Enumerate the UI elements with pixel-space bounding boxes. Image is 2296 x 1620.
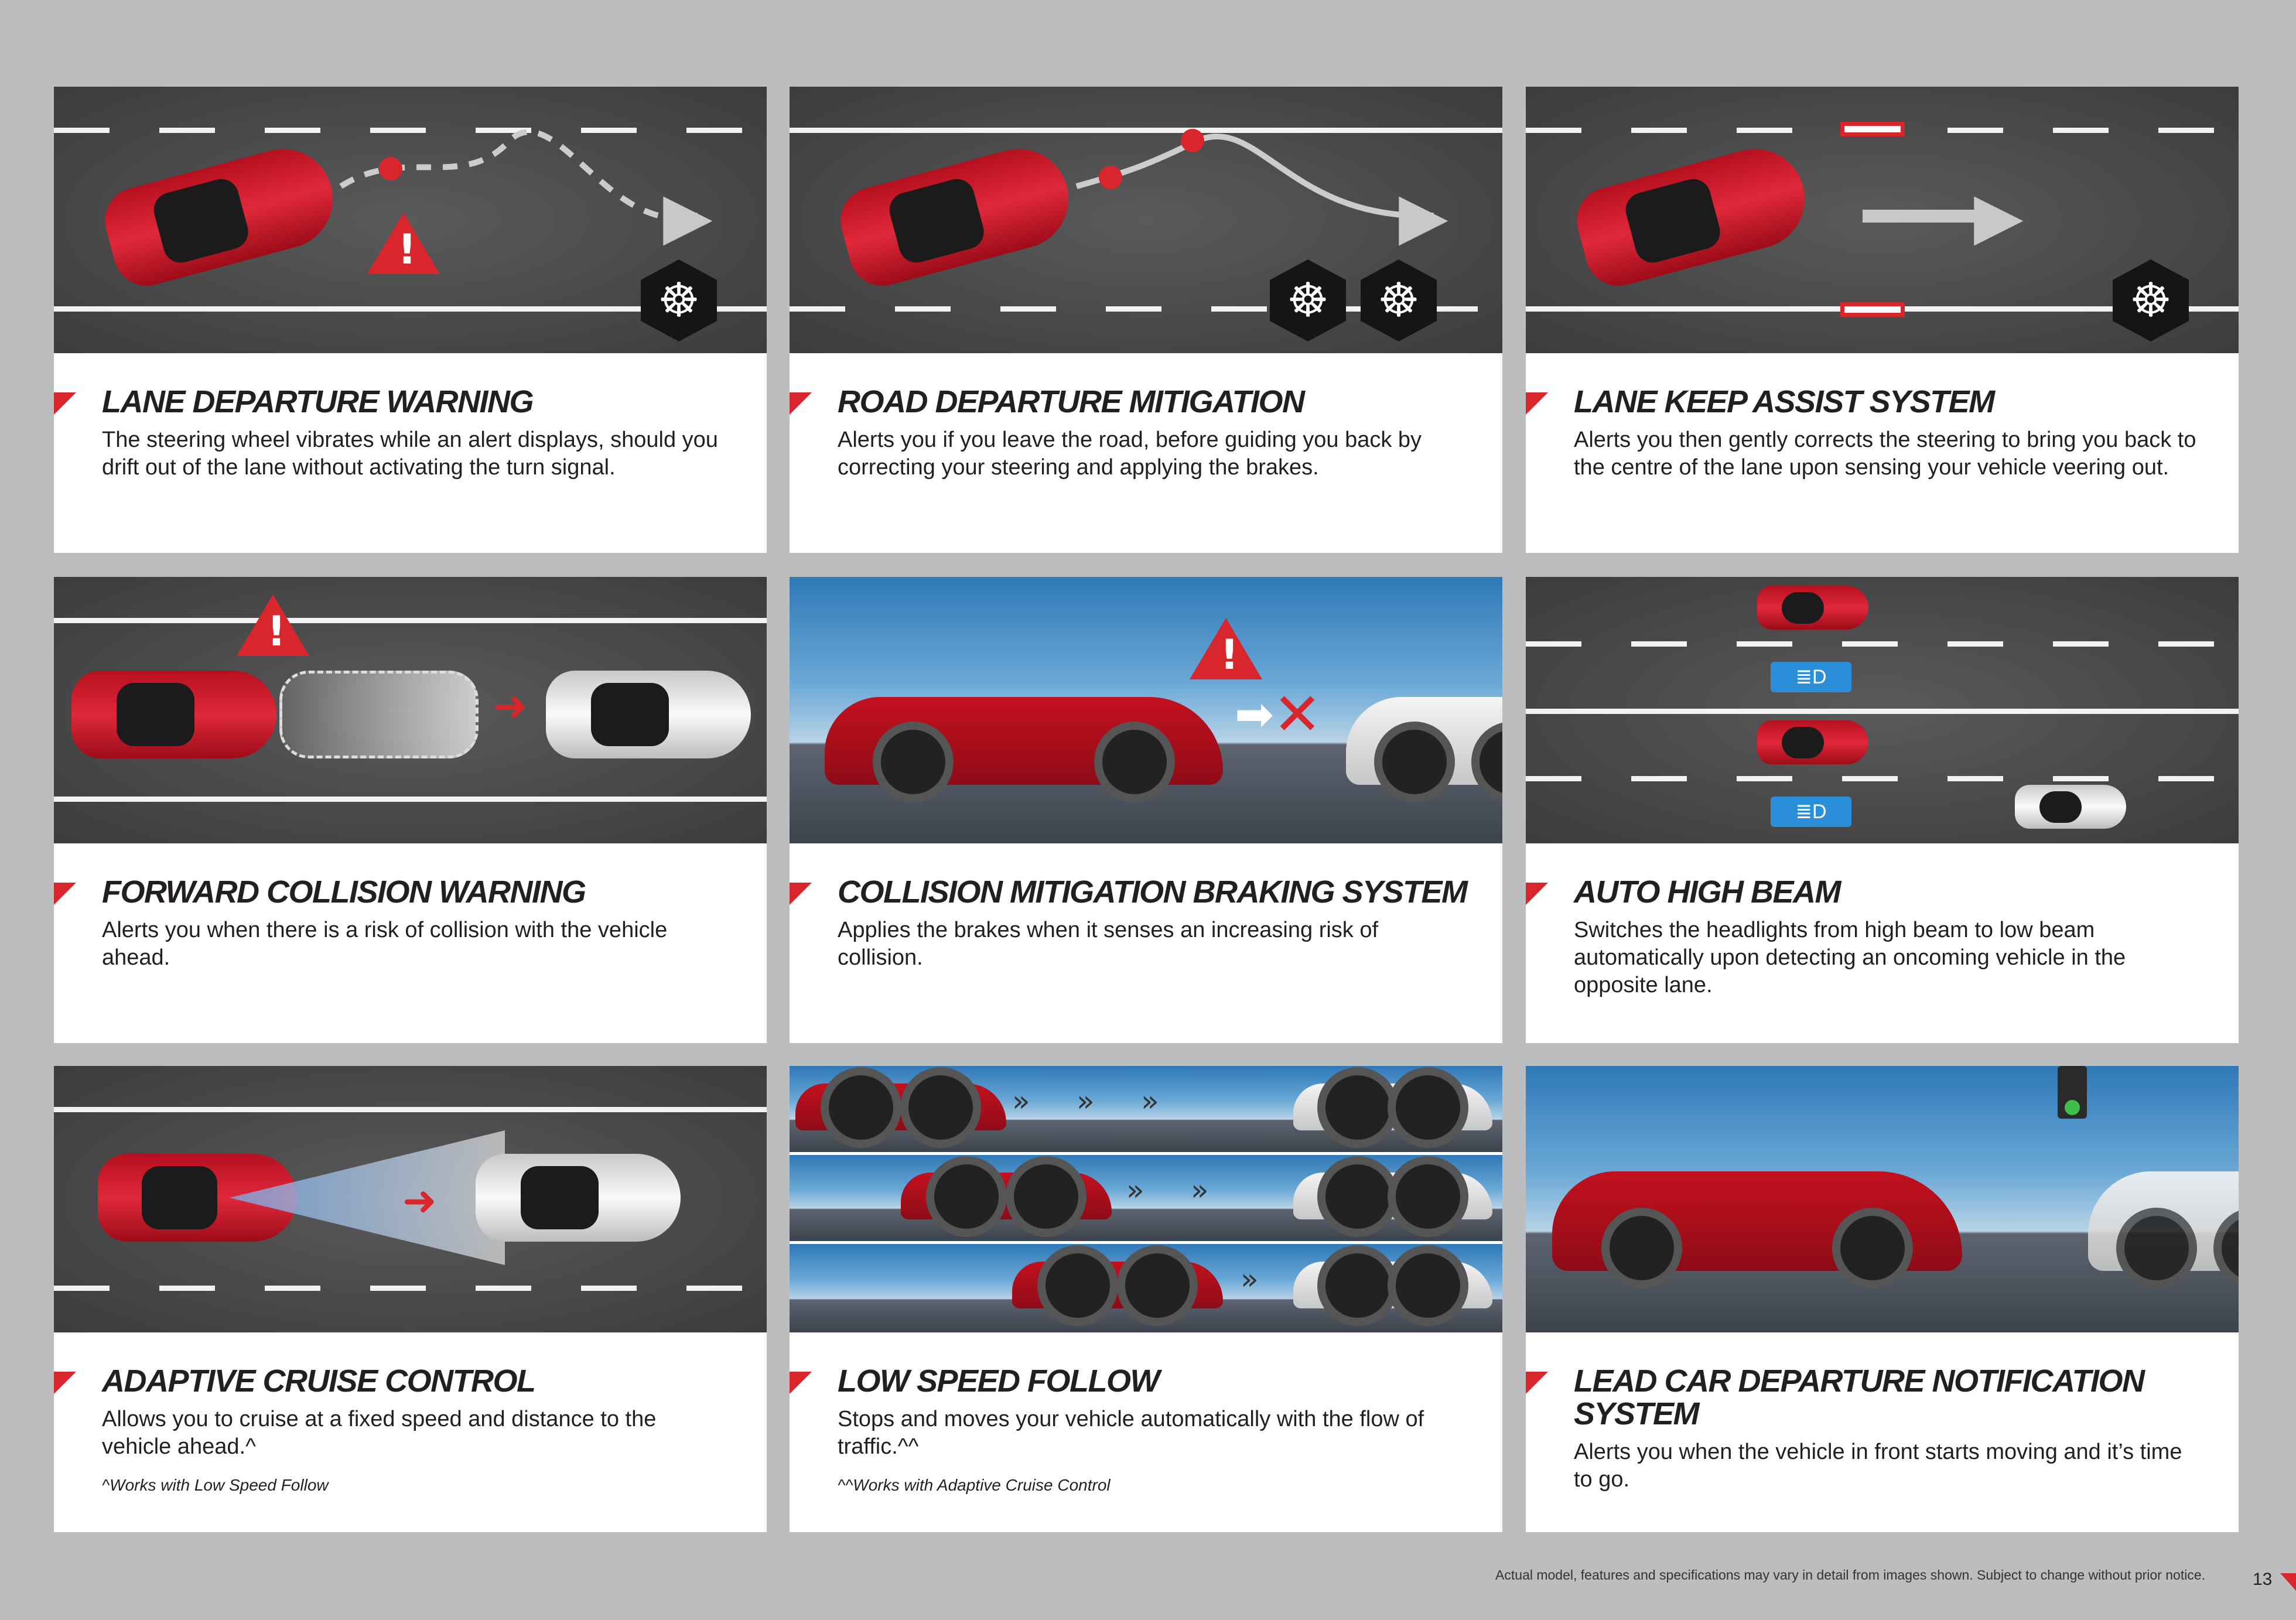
red-car xyxy=(1552,1171,1962,1289)
collision-braking-illustration: ➡ ✕ ! xyxy=(790,577,1502,843)
feature-title: Collision Mitigation Braking System xyxy=(838,874,1468,910)
traffic-light-icon xyxy=(2058,1066,2087,1119)
feature-description: The steering wheel vibrates while an ale… xyxy=(102,428,718,480)
disclaimer: Actual model, features and specification… xyxy=(1495,1567,2205,1583)
feature-card-lane-keep-assist: ▶ ☸ Lane Keep Assist System Alerts you t… xyxy=(1526,87,2239,553)
white-car xyxy=(546,671,751,758)
feature-description: Switches the headlights from high beam t… xyxy=(1574,918,2126,997)
lead-car-departure-illustration xyxy=(1526,1066,2239,1332)
steering-correction-icon: ☸ xyxy=(1361,259,1437,341)
feature-description: Alerts you then gently corrects the stee… xyxy=(1574,428,2196,480)
red-car xyxy=(1569,138,1816,293)
red-marker xyxy=(790,1372,812,1394)
guidance-path xyxy=(1075,129,1434,219)
red-car xyxy=(1757,720,1868,764)
page-marker xyxy=(2280,1573,2296,1591)
feature-card-lane-departure-warning: ▶ ! ☸ Lane Departure Warning The steerin… xyxy=(54,87,767,553)
white-car xyxy=(1346,697,1502,802)
red-car xyxy=(825,697,1223,802)
feature-description: Allows you to cruise at a fixed speed an… xyxy=(102,1407,657,1459)
adaptive-cruise-illustration: ➜ xyxy=(54,1066,767,1332)
red-marker xyxy=(1526,883,1548,905)
feature-card-lead-car-departure: Lead Car Departure Notification System A… xyxy=(1526,1066,2239,1532)
high-beam-icon: ≣D xyxy=(1771,662,1851,692)
feature-card-forward-collision-warning: ➜ ! Forward Collision Warning Alerts you… xyxy=(54,577,767,1043)
feature-description: Stops and moves your vehicle automatical… xyxy=(838,1407,1424,1459)
red-marker xyxy=(790,392,812,415)
lane-departure-illustration: ▶ ! ☸ xyxy=(54,87,767,353)
red-marker xyxy=(790,883,812,905)
red-marker xyxy=(54,883,76,905)
red-car xyxy=(71,671,276,758)
feature-title: Lead Car Departure Notification System xyxy=(1574,1363,2145,1431)
footnote: ^^Works with Adaptive Cruise Control xyxy=(838,1476,1111,1494)
warning-icon: ! xyxy=(367,213,440,274)
white-car xyxy=(2015,785,2126,829)
feature-title: Road Departure Mitigation xyxy=(838,384,1305,419)
warning-icon: ! xyxy=(237,594,309,656)
feature-description: Applies the brakes when it senses an inc… xyxy=(838,918,1379,970)
feature-description: Alerts you if you leave the road, before… xyxy=(838,428,1422,480)
page-number: 13 xyxy=(2253,1570,2273,1589)
white-car xyxy=(476,1154,681,1242)
steering-correction-icon: ☸ xyxy=(2113,259,2189,341)
auto-high-beam-illustration: ≣D ≣D xyxy=(1526,577,2239,843)
feature-title: Auto High Beam xyxy=(1574,874,1841,910)
red-marker xyxy=(1526,392,1548,415)
oncoming-car xyxy=(1757,586,1868,630)
feature-title: Lane Departure Warning xyxy=(102,384,534,419)
feature-card-adaptive-cruise-control: ➜ Adaptive Cruise Control Allows you to … xyxy=(54,1066,767,1532)
white-car xyxy=(2088,1171,2239,1289)
feature-title: Forward Collision Warning xyxy=(102,874,586,910)
warning-icon: ! xyxy=(1190,618,1262,679)
lane-keep-illustration: ▶ ☸ xyxy=(1526,87,2239,353)
steering-vibration-icon: ☸ xyxy=(1270,259,1346,341)
feature-card-road-departure-mitigation: ▶ ☸ ☸ Road Departure Mitigation Alerts y… xyxy=(790,87,1502,553)
feature-title: Low Speed Follow xyxy=(838,1363,1160,1399)
low-beam-icon: ≣D xyxy=(1771,797,1851,827)
road-departure-illustration: ▶ ☸ ☸ xyxy=(790,87,1502,353)
footnote: ^Works with Low Speed Follow xyxy=(102,1476,329,1494)
red-marker xyxy=(1526,1372,1548,1394)
feature-card-auto-high-beam: ≣D ≣D Auto High Beam Switches the headli… xyxy=(1526,577,2239,1043)
feature-title: Adaptive Cruise Control xyxy=(102,1363,536,1399)
red-marker xyxy=(54,1372,76,1394)
feature-card-low-speed-follow: » » » » » » Low Speed Follow Stops and m… xyxy=(790,1066,1502,1532)
low-speed-follow-illustration: » » » » » » xyxy=(790,1066,1502,1332)
red-marker xyxy=(54,392,76,415)
forward-collision-illustration: ➜ ! xyxy=(54,577,767,843)
feature-card-collision-mitigation-braking: ➡ ✕ ! Collision Mitigation Braking Syste… xyxy=(790,577,1502,1043)
feature-title: Lane Keep Assist System xyxy=(1574,384,1995,419)
drift-path xyxy=(339,129,699,221)
feature-description: Alerts you when the vehicle in front sta… xyxy=(1574,1440,2182,1492)
feature-description: Alerts you when there is a risk of colli… xyxy=(102,918,668,970)
